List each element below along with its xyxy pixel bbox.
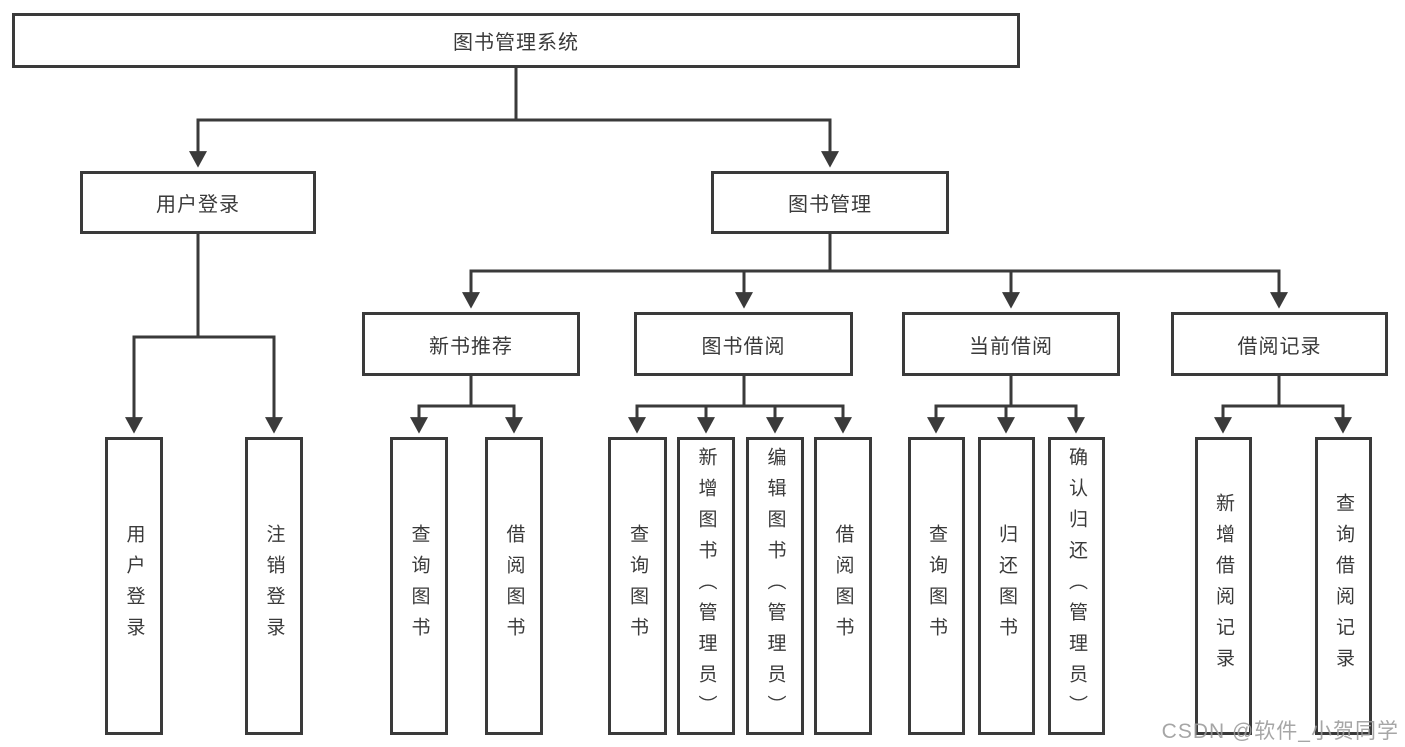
node-current-query-books-label: 查询图书	[926, 524, 947, 648]
node-borrow-add-books-admin: 新增图书（管理员）	[677, 437, 735, 735]
node-current-query-books: 查询图书	[908, 437, 965, 735]
node-newrec-borrow-books: 借阅图书	[485, 437, 543, 735]
node-newrec-borrow-books-label: 借阅图书	[503, 524, 525, 648]
node-user-login-group-label: 用户登录	[156, 194, 240, 216]
node-records-add-record-label: 新增借阅记录	[1213, 493, 1234, 679]
node-records-query-record: 查询借阅记录	[1315, 437, 1372, 735]
node-new-book-rec-label: 新书推荐	[429, 335, 513, 358]
node-borrow-edit-books-admin-label: 编辑图书（管理员）	[764, 446, 786, 726]
node-current-borrow: 当前借阅	[902, 312, 1120, 376]
node-borrow-records: 借阅记录	[1171, 312, 1388, 376]
node-book-borrow: 图书借阅	[634, 312, 853, 376]
connector-new-book-rec-children	[410, 376, 523, 434]
node-user-login-action: 用户登录	[105, 437, 163, 735]
node-borrow-add-books-admin-label: 新增图书（管理员）	[695, 446, 717, 726]
node-book-mgmt-label: 图书管理	[788, 194, 872, 216]
node-borrow-borrow-books: 借阅图书	[814, 437, 872, 735]
node-current-confirm-return-admin: 确认归还（管理员）	[1048, 437, 1105, 735]
node-newrec-query-books: 查询图书	[390, 437, 448, 735]
node-new-book-rec: 新书推荐	[362, 312, 580, 376]
node-root-system: 图书管理系统	[12, 13, 1020, 68]
connector-user-login-children	[125, 234, 283, 434]
connector-borrow-records-children	[1214, 376, 1352, 434]
connector-current-borrow-children	[927, 376, 1085, 434]
node-borrow-query-books: 查询图书	[608, 437, 667, 735]
node-records-query-record-label: 查询借阅记录	[1333, 493, 1354, 679]
node-borrow-edit-books-admin: 编辑图书（管理员）	[746, 437, 804, 735]
node-records-add-record: 新增借阅记录	[1195, 437, 1252, 735]
node-user-login-group: 用户登录	[80, 171, 316, 234]
node-root-system-label: 图书管理系统	[453, 32, 579, 54]
connector-book-borrow-children	[628, 376, 852, 434]
node-current-borrow-label: 当前借阅	[969, 335, 1053, 358]
node-logout-action-label: 注销登录	[263, 524, 285, 648]
node-borrow-query-books-label: 查询图书	[627, 524, 648, 648]
csdn-watermark: CSDN @软件_小贺同学	[1161, 720, 1399, 743]
node-logout-action: 注销登录	[245, 437, 303, 735]
node-current-confirm-return-admin-label: 确认归还（管理员）	[1066, 446, 1087, 726]
node-user-login-action-label: 用户登录	[123, 524, 145, 648]
node-newrec-query-books-label: 查询图书	[408, 524, 430, 648]
node-book-borrow-label: 图书借阅	[701, 335, 786, 358]
connector-root-to-level1	[189, 66, 839, 168]
connector-book-mgmt-children	[462, 234, 1288, 309]
node-current-return-books: 归还图书	[978, 437, 1035, 735]
node-borrow-borrow-books-label: 借阅图书	[832, 524, 854, 648]
node-book-mgmt: 图书管理	[711, 171, 949, 234]
node-current-return-books-label: 归还图书	[996, 524, 1017, 648]
node-borrow-records-label: 借阅记录	[1237, 335, 1322, 358]
